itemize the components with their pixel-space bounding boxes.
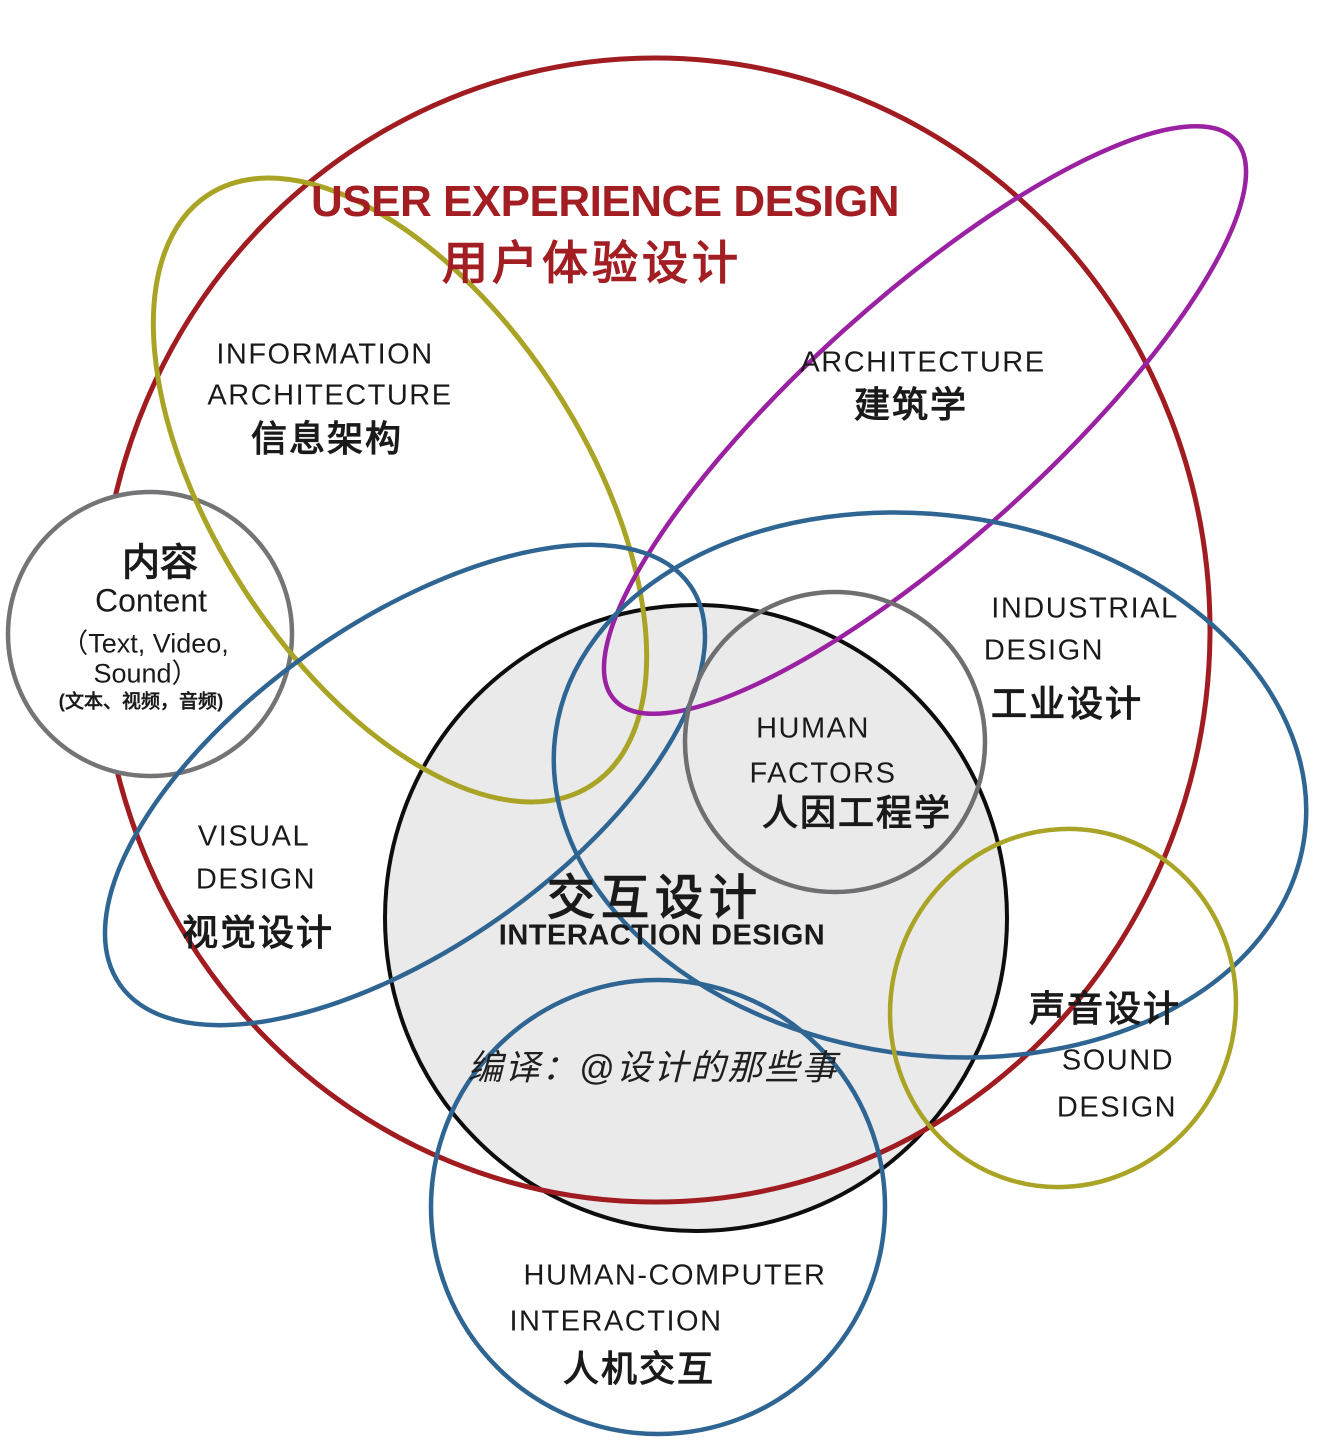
label-content-zh: 内容 <box>121 542 199 585</box>
label-information-architecture-line1: INFORMATION <box>216 338 434 371</box>
label-sound-design-line1: SOUND <box>1061 1044 1175 1077</box>
label-visual-design-line2: DESIGN <box>195 863 317 896</box>
label-architecture-zh: 建筑学 <box>853 384 969 425</box>
label-sound-design-line2: DESIGN <box>1056 1091 1178 1124</box>
label-human-factors-line1: HUMAN <box>756 712 870 745</box>
label-content-sub1: （Text, Video, <box>61 628 229 659</box>
label-information-architecture-zh: 信息架构 <box>250 418 404 459</box>
label-hci-zh: 人机交互 <box>562 1348 716 1389</box>
label-content-sub2: Sound） <box>93 658 199 689</box>
title-user-experience-design-zh: 用户体验设计 <box>442 237 742 289</box>
label-visual-design-zh: 视觉设计 <box>181 912 335 953</box>
label-hci-line1: HUMAN-COMPUTER <box>523 1259 827 1292</box>
label-content-sub-zh: (文本、视频，音频) <box>58 691 224 713</box>
label-industrial-design-zh: 工业设计 <box>990 683 1144 724</box>
content-circle <box>5 489 295 779</box>
label-architecture: ARCHITECTURE <box>800 346 1046 379</box>
label-interaction-design-zh: 交互设计 <box>546 872 764 925</box>
label-hci-line2: INTERACTION <box>509 1305 723 1338</box>
label-content: Content <box>94 582 208 619</box>
watermark-credit: 编译：@设计的那些事 <box>467 1048 839 1088</box>
label-sound-design-zh: 声音设计 <box>1028 988 1182 1029</box>
information-architecture-ellipse <box>150 175 650 805</box>
human-computer-interaction-circle <box>428 977 888 1437</box>
label-human-factors-line2: FACTORS <box>749 757 897 790</box>
visual-design-ellipse <box>102 542 708 1028</box>
label-industrial-design-line2: DESIGN <box>983 634 1105 667</box>
sound-design-circle <box>887 826 1239 1190</box>
interaction-design-circle <box>383 603 1009 1233</box>
architecture-ellipse <box>601 123 1249 717</box>
label-information-architecture-line2: ARCHITECTURE <box>207 379 453 412</box>
label-visual-design-line1: VISUAL <box>197 820 311 853</box>
title-user-experience-design: USER EXPERIENCE DESIGN <box>310 177 900 226</box>
label-interaction-design: INTERACTION DESIGN <box>498 919 826 952</box>
human-factors-circle <box>682 589 988 895</box>
label-industrial-design-line1: INDUSTRIAL <box>991 592 1179 625</box>
label-human-factors-zh: 人因工程学 <box>761 792 953 833</box>
